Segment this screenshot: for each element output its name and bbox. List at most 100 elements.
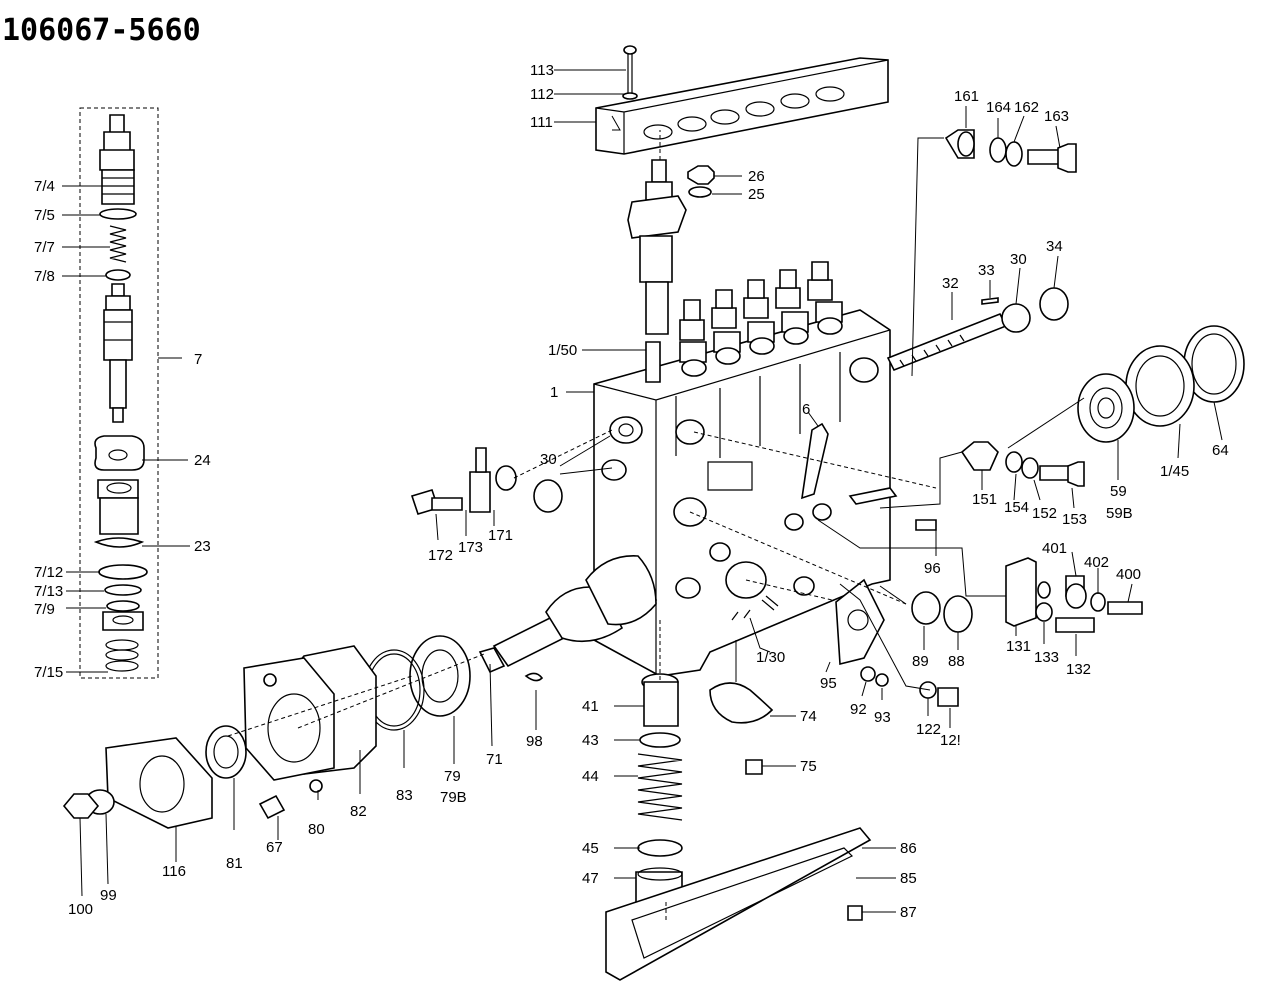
- label-132: 132: [1066, 661, 1091, 678]
- delivery-valve-holder: [627, 159, 715, 335]
- label-152: 152: [1032, 505, 1057, 522]
- label-164: 164: [986, 99, 1011, 116]
- label-59B: 59B: [1106, 505, 1133, 522]
- label-7-12: 7/12: [34, 564, 63, 581]
- label-133: 133: [1034, 649, 1059, 666]
- label-121: 12!: [940, 732, 961, 749]
- label-44: 44: [582, 768, 599, 785]
- label-74: 74: [800, 708, 817, 725]
- label-7-5: 7/5: [34, 207, 55, 224]
- label-113: 113: [530, 62, 554, 79]
- label-7-4: 7/4: [34, 178, 55, 195]
- control-rack: [886, 287, 1069, 372]
- label-34: 34: [1046, 238, 1063, 255]
- label-7-13: 7/13: [34, 583, 63, 600]
- label-59: 59: [1110, 483, 1127, 500]
- label-24: 24: [194, 452, 211, 469]
- label-171: 171: [488, 527, 513, 544]
- fitting-161-group: [944, 129, 1077, 173]
- label-85: 85: [900, 870, 917, 887]
- label-151: 151: [972, 491, 997, 508]
- label-30-left: 30: [540, 451, 557, 468]
- label-7-8: 7/8: [34, 268, 55, 285]
- label-45: 45: [582, 840, 599, 857]
- label-154: 154: [1004, 499, 1029, 516]
- label-96: 96: [924, 560, 941, 577]
- label-81: 81: [226, 855, 243, 872]
- label-47: 47: [582, 870, 599, 887]
- fitting-151-group: [915, 441, 1085, 531]
- label-87: 87: [900, 904, 917, 921]
- leader-lines: [62, 69, 1223, 920]
- pump-housing: [593, 261, 898, 677]
- label-98: 98: [526, 733, 543, 750]
- label-80: 80: [308, 821, 325, 838]
- label-1-50: 1/50: [548, 342, 577, 359]
- label-33: 33: [978, 262, 995, 279]
- label-71: 71: [486, 751, 503, 768]
- label-173: 173: [458, 539, 483, 556]
- label-32: 32: [942, 275, 959, 292]
- tappet-stack: [635, 673, 683, 921]
- label-41: 41: [582, 698, 599, 715]
- label-7-15: 7/15: [34, 664, 63, 681]
- label-1-45: 1/45: [1160, 463, 1189, 480]
- label-25: 25: [748, 186, 765, 203]
- label-99: 99: [100, 887, 117, 904]
- label-122: 122: [916, 721, 941, 738]
- label-23: 23: [194, 538, 211, 555]
- label-26: 26: [748, 168, 765, 185]
- label-1: 1: [550, 384, 558, 401]
- cam-bearing-parts: [1077, 325, 1245, 443]
- bracket-131-group: [1005, 557, 1143, 633]
- label-6: 6: [802, 401, 810, 418]
- label-112: 112: [530, 86, 554, 103]
- bearing-74: [709, 682, 774, 775]
- label-79: 79: [444, 768, 461, 785]
- valve-stubs: [679, 261, 843, 377]
- label-172: 172: [428, 547, 453, 564]
- label-116: 116: [162, 863, 186, 880]
- label-30-right: 30: [1010, 251, 1027, 268]
- label-402: 402: [1084, 554, 1109, 571]
- label-89: 89: [912, 653, 929, 670]
- label-82: 82: [350, 803, 367, 820]
- label-88: 88: [948, 653, 965, 670]
- label-401: 401: [1042, 540, 1067, 557]
- label-75: 75: [800, 758, 817, 775]
- cover-plate: [595, 45, 889, 155]
- bottom-plate: [605, 827, 872, 981]
- label-1-30: 1/30: [756, 649, 785, 666]
- label-131: 131: [1006, 638, 1031, 655]
- label-163: 163: [1044, 108, 1069, 125]
- label-400: 400: [1116, 566, 1141, 583]
- label-153: 153: [1062, 511, 1087, 528]
- plug-88: [943, 595, 973, 633]
- part-number-title: 106067-5660: [2, 13, 201, 48]
- label-7-9: 7/9: [34, 601, 55, 618]
- stud: [645, 341, 661, 383]
- delivery-valve-assembly: [79, 107, 159, 679]
- label-162: 162: [1014, 99, 1039, 116]
- label-161: 161: [954, 88, 979, 105]
- label-7: 7: [194, 351, 202, 368]
- banjo-fitting: [410, 447, 563, 515]
- label-93: 93: [874, 709, 891, 726]
- label-67: 67: [266, 839, 283, 856]
- label-83: 83: [396, 787, 413, 804]
- part-labels: 7/4 7/5 7/7 7/8 7 24 23 7/12 7/13 7/9 7/…: [34, 62, 1229, 921]
- label-95: 95: [820, 675, 837, 692]
- plate-95-group: [835, 578, 959, 707]
- label-92: 92: [850, 701, 867, 718]
- label-79B: 79B: [440, 789, 467, 806]
- label-100: 100: [68, 901, 93, 918]
- label-86: 86: [900, 840, 917, 857]
- label-64: 64: [1212, 442, 1229, 459]
- camshaft: [478, 555, 658, 674]
- o-ring-89: [911, 591, 941, 625]
- label-7-7: 7/7: [34, 239, 55, 256]
- label-43: 43: [582, 732, 599, 749]
- label-111: 111: [530, 114, 553, 131]
- drive-end-parts: [62, 635, 544, 829]
